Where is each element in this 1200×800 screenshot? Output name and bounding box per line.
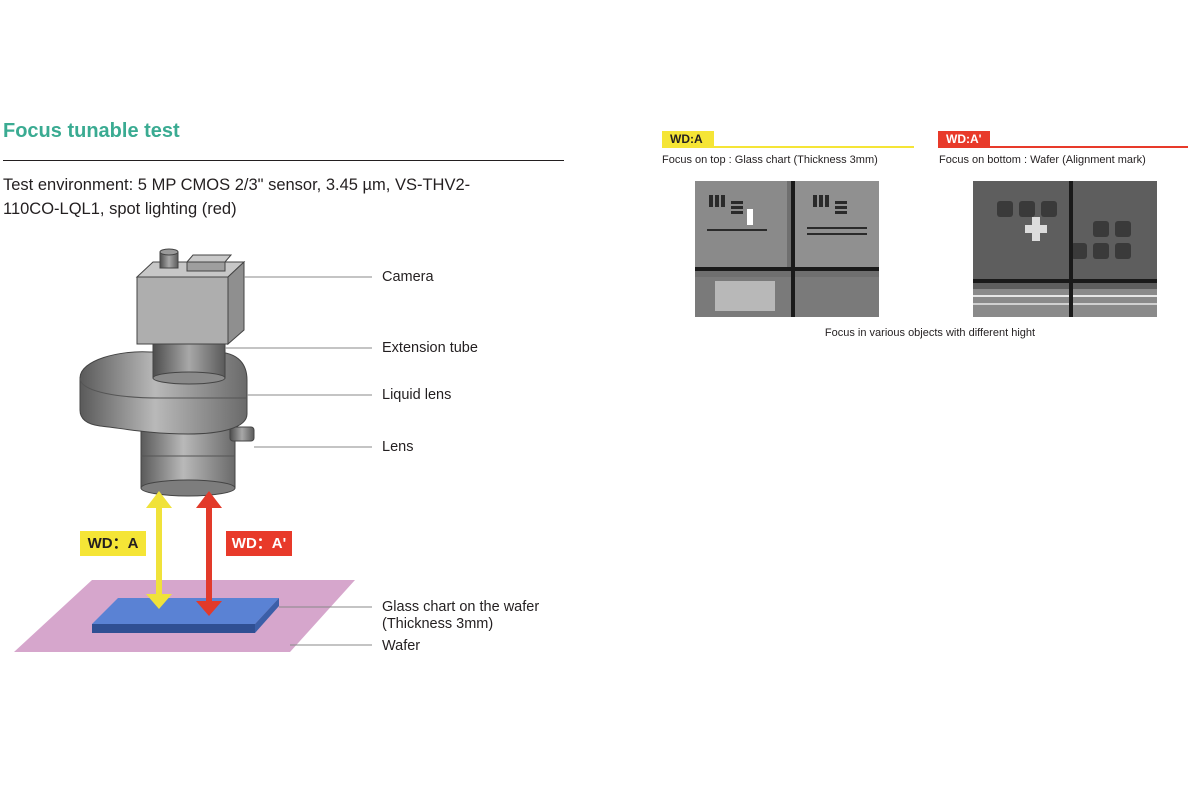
leader-lines [225,276,372,646]
wd-a-badge: WD：A [80,531,146,556]
camera-body [135,248,246,346]
setup-diagram [14,248,372,652]
wafer-label: Wafer [382,638,421,654]
panel-a-tag: WD:A [662,131,714,147]
panel-b-rule [938,146,1188,148]
panel-a-rule [662,146,914,148]
glass-chart-label: Glass chart on the wafer [382,599,540,615]
panel-b-description: Focus on bottom : Wafer (Alignment mark) [939,154,1146,166]
camera-label: Camera [382,269,434,285]
glass-chart-thickness-label: (Thickness 3mm) [382,616,494,632]
panel-a-description: Focus on top : Glass chart (Thickness 3m… [662,154,878,166]
extension-tube-label: Extension tube [382,340,478,356]
glass-chart-shape [92,598,279,633]
wafer-alignment-focus-image [973,181,1157,317]
lens-label: Lens [382,439,414,455]
glass-chart-focus-image [695,181,879,317]
panel-b-tag: WD:A' [938,131,990,147]
wd-a-prime-arrow [196,491,222,616]
extension-tube-body [152,339,226,385]
wd-a-arrow [146,491,172,609]
liquid-lens-label: Liquid lens [382,387,452,403]
wd-a-prime-badge: WD：A' [226,531,292,556]
section-title: Focus tunable test [3,120,180,142]
lens-body [140,426,255,497]
results-caption: Focus in various objects with different … [824,327,1036,339]
title-divider [3,160,564,161]
test-environment-text: Test environment: 5 MP CMOS 2/3" sensor,… [3,176,471,218]
